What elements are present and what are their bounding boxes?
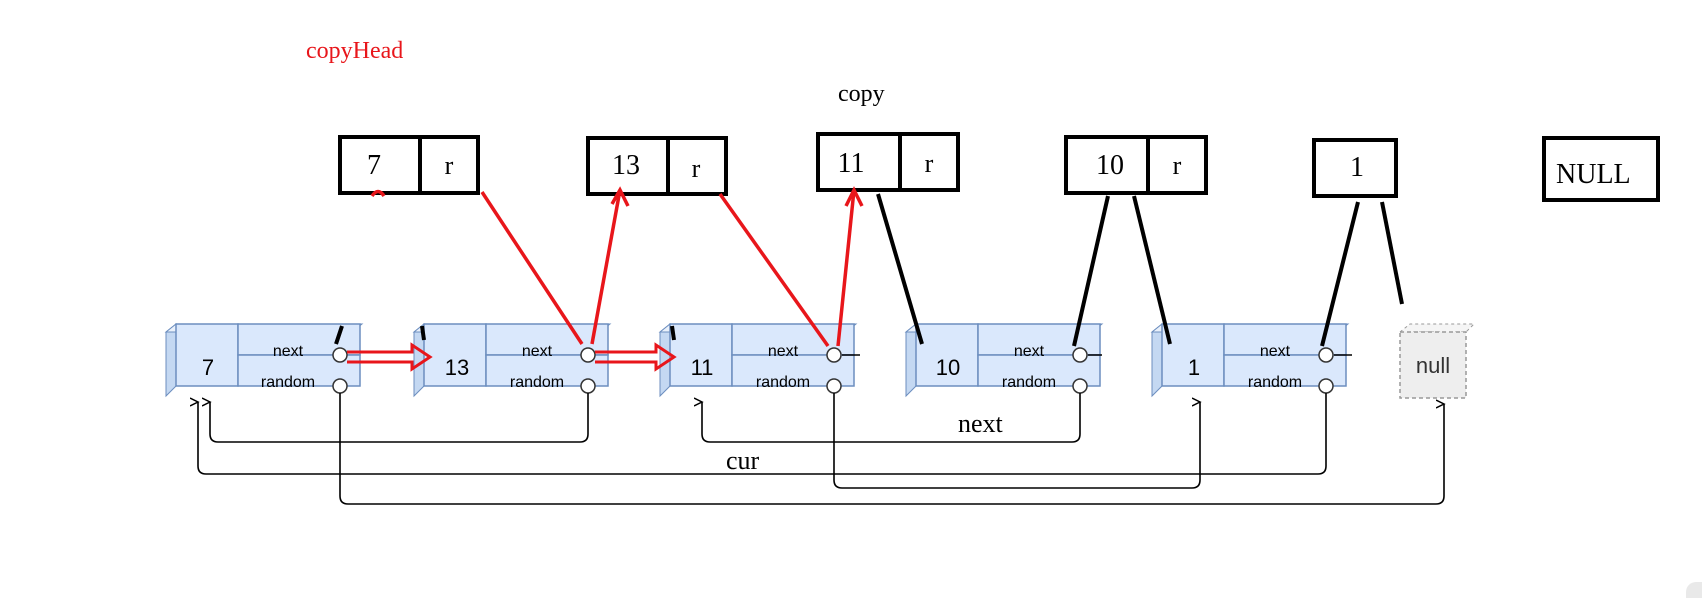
copy-node-10: 10 r	[1064, 135, 1208, 195]
node-value: 7	[202, 355, 214, 380]
null-label: null	[1416, 353, 1450, 378]
orig-node-11: 11 next random	[658, 322, 858, 398]
node-value: 10	[936, 355, 960, 380]
next-field-label: next	[522, 343, 553, 360]
random-pointer-dot	[1318, 378, 1334, 394]
random-pointer-dot	[580, 378, 596, 394]
next-pointer-dot	[332, 347, 348, 363]
copy-node-value: 10	[1096, 150, 1124, 181]
copy-null-label: NULL	[1556, 159, 1631, 190]
next-field-label: next	[1014, 343, 1045, 360]
random-field-label: random	[1002, 374, 1056, 391]
orig-node-7: 7 next random	[164, 322, 364, 398]
orig-node-13: 13 next random	[412, 322, 612, 398]
next-field-label: next	[1260, 343, 1291, 360]
copy-node-13: 13 r	[586, 136, 728, 196]
black-links	[334, 193, 1404, 347]
next-pointer-dot	[826, 347, 842, 363]
copy-label: copy	[838, 81, 885, 107]
next-pointer-dot	[580, 347, 596, 363]
red-next-arrow-7-13	[347, 342, 433, 372]
random-13-to-7	[210, 393, 589, 443]
copy-node-value: 7	[367, 150, 381, 181]
node-value: 13	[445, 355, 469, 380]
copy-node-random-pointer: r	[925, 149, 934, 178]
copy-node-random-pointer: r	[445, 151, 454, 180]
next-pointer-dot	[1318, 347, 1334, 363]
copy-node-11: 11 r	[816, 132, 960, 192]
random-field-label: random	[510, 374, 564, 391]
node-value: 1	[1188, 355, 1200, 380]
random-7-to-null	[339, 393, 1444, 505]
random-1-to-7	[198, 393, 1327, 475]
window-corner	[1686, 582, 1702, 598]
orig-node-10: 10 next random	[904, 322, 1104, 398]
copy-node-random-pointer: r	[692, 154, 701, 183]
copy-node-value: 13	[612, 150, 640, 181]
next-field-label: next	[768, 343, 799, 360]
red-next-arrow-13-11	[595, 342, 677, 372]
random-pointer-dot	[1072, 378, 1088, 394]
copy-head-label: copyHead	[306, 38, 403, 64]
random-pointer-dot	[826, 378, 842, 394]
cur-variable-label: cur	[726, 446, 760, 475]
copy-node-7: 7 r	[338, 135, 480, 195]
copy-null-node: NULL	[1542, 136, 1660, 202]
random-field-label: random	[1248, 374, 1302, 391]
next-variable-label: next	[958, 409, 1004, 438]
red-links	[370, 186, 864, 348]
copy-node-random-pointer: r	[1173, 151, 1182, 180]
random-field-label: random	[261, 374, 315, 391]
random-field-label: random	[756, 374, 810, 391]
node-value: 11	[691, 355, 714, 380]
random-10-to-11	[702, 393, 1081, 443]
random-pointers	[198, 393, 1444, 505]
copy-node-1: 1	[1312, 138, 1398, 198]
next-pointer-dot	[1072, 347, 1088, 363]
orig-node-1: 1 next random	[1150, 322, 1350, 398]
copy-node-value: 1	[1350, 152, 1364, 183]
next-field-label: next	[273, 343, 304, 360]
random-pointer-dot	[332, 378, 348, 394]
copy-node-value: 11	[838, 148, 865, 179]
orig-null-node: null	[1398, 323, 1476, 399]
random-11-to-1	[833, 393, 1200, 489]
